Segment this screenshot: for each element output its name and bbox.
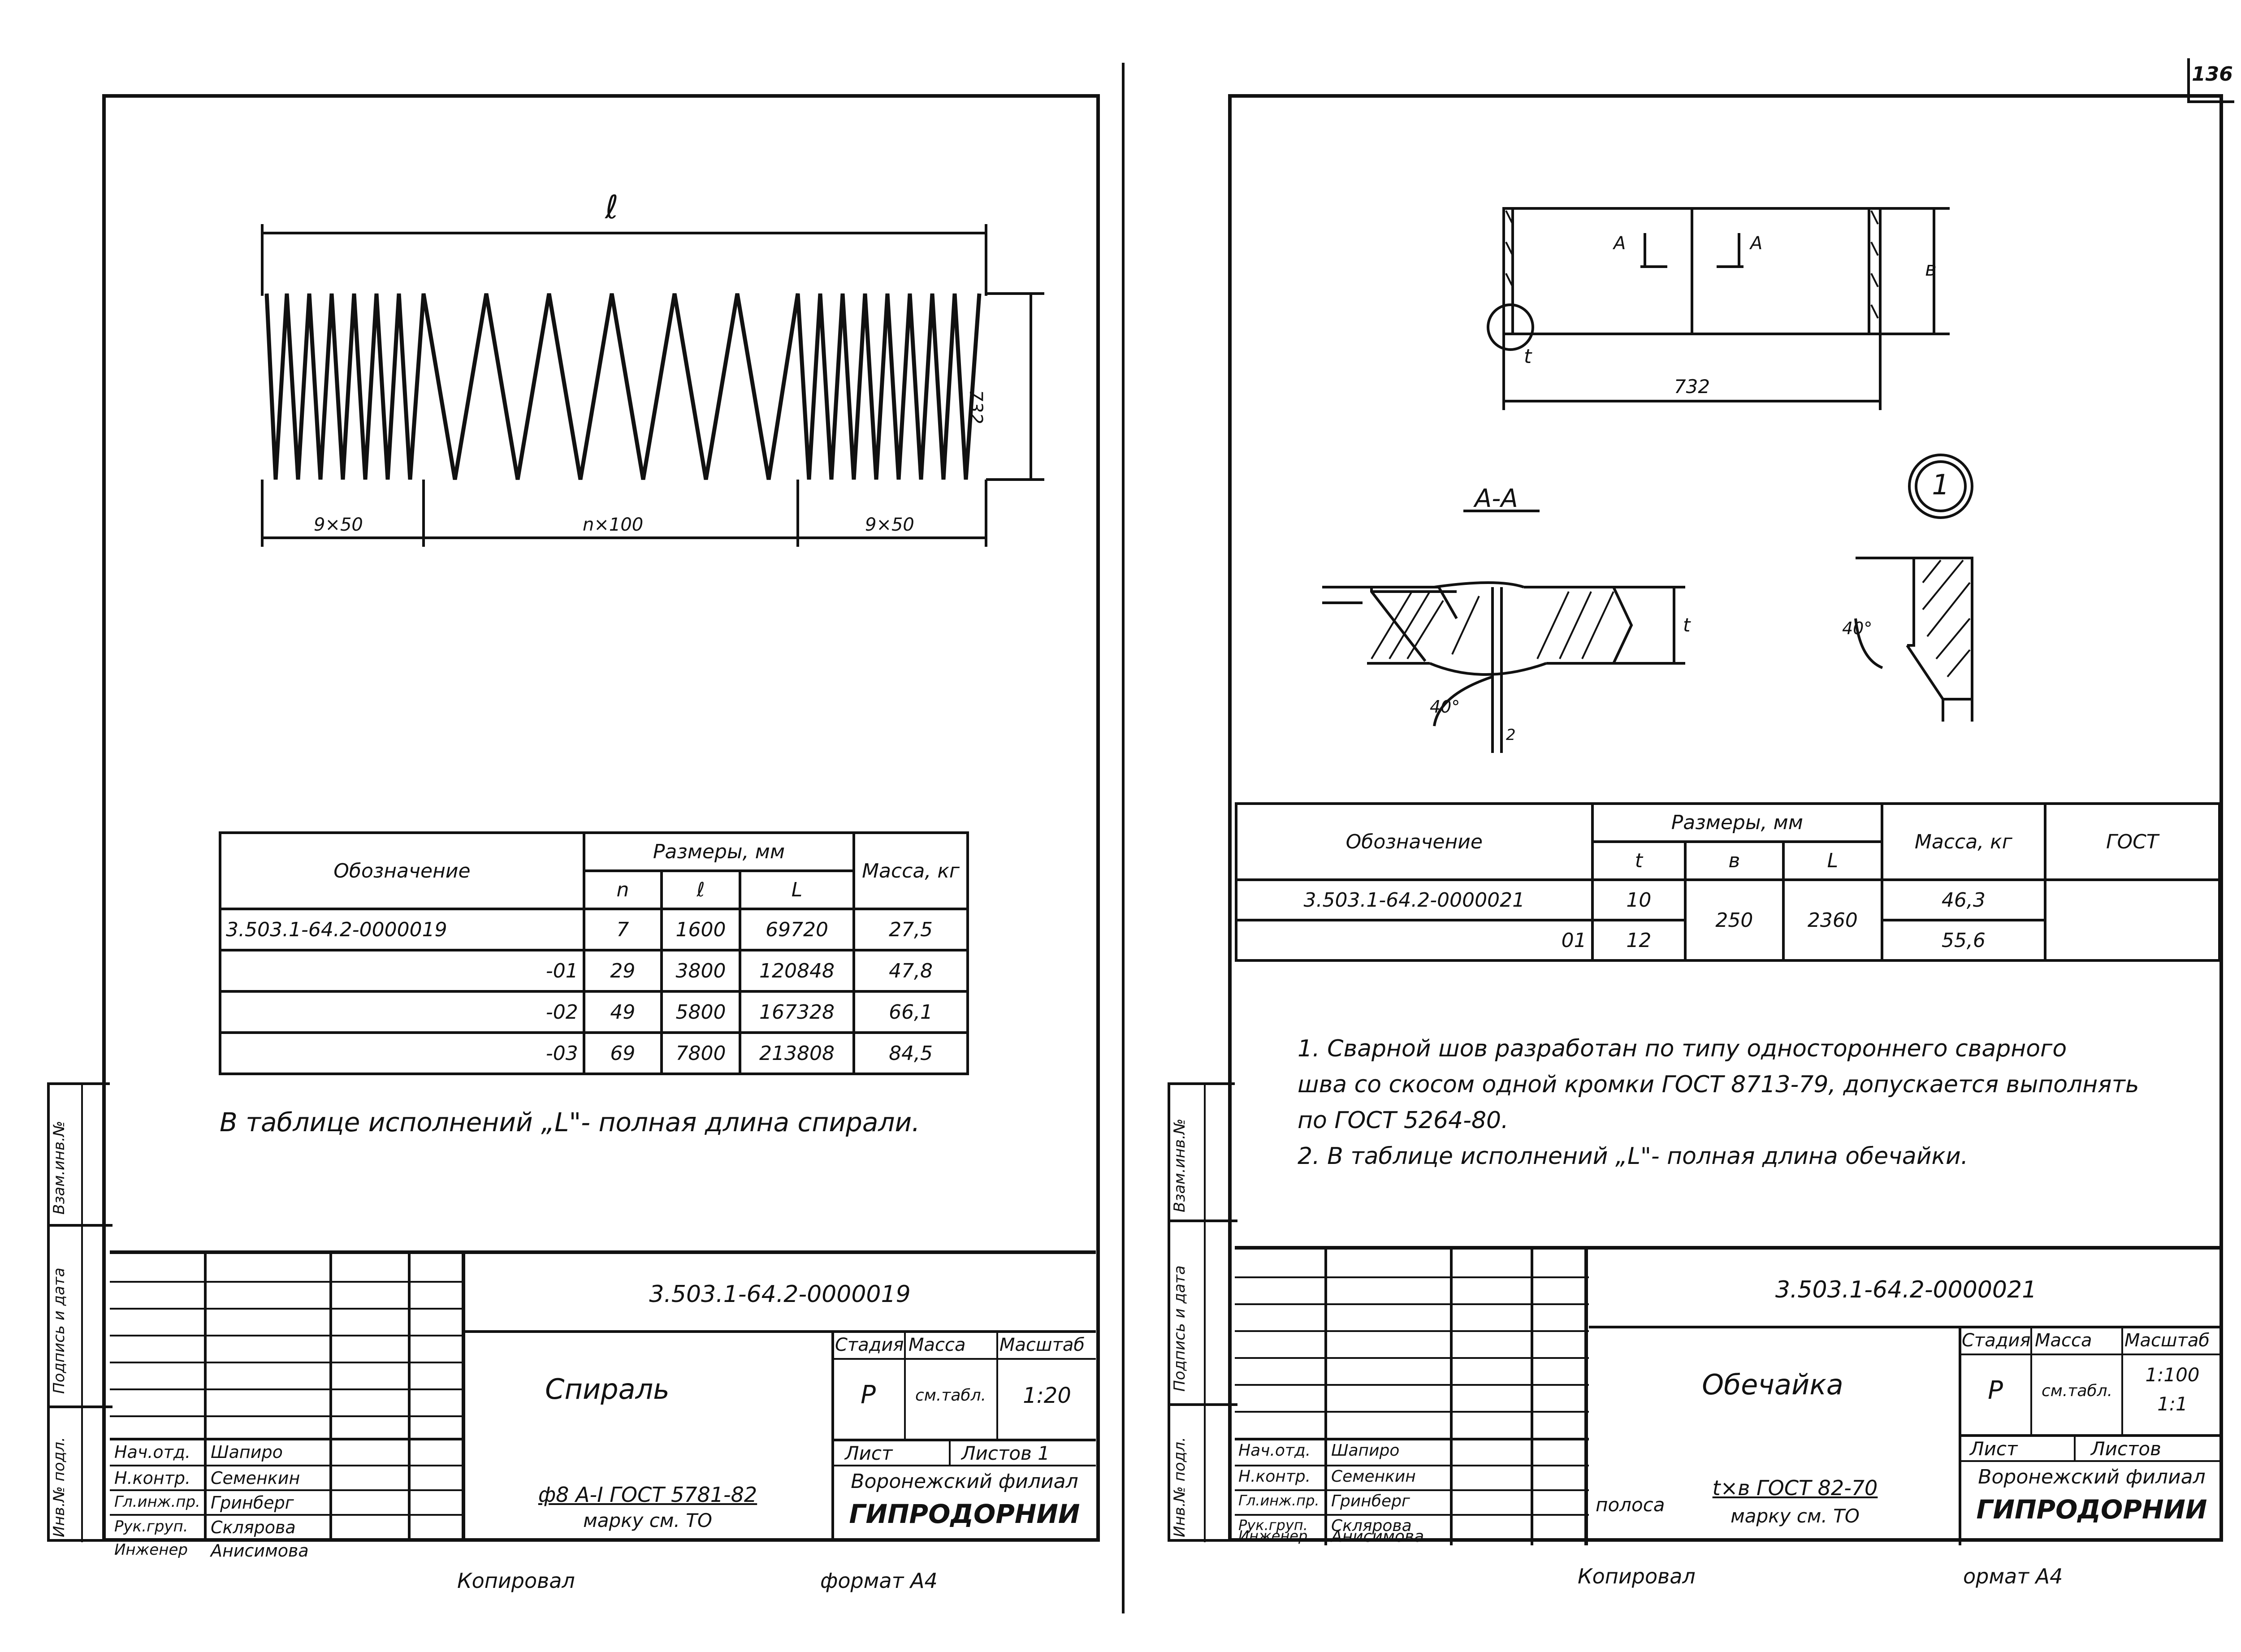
page-number-box: 136 xyxy=(2187,58,2234,103)
dim-seg-right: 9×50 xyxy=(865,515,914,535)
angle-label: 40° xyxy=(1430,697,1460,717)
th-mass: Масса, кг xyxy=(1881,802,2046,881)
right-footer-format: ормат А4 xyxy=(1963,1564,2063,1588)
angle2-label: 40° xyxy=(1842,618,1873,638)
right-stamp: Нач.отд. Шапиро Н.контр. Семенкин Гл.инж… xyxy=(1235,1246,2223,1546)
left-spec-table: Обозначение Размеры, мм Масса, кг n ℓ L … xyxy=(219,831,969,1075)
dim-t-section: t xyxy=(1683,614,1691,636)
table-row: 01 12 55,6 xyxy=(1235,919,2219,962)
left-note: В таблице исполнений „L"- полная длина с… xyxy=(220,1107,920,1137)
th-mass: Масса, кг xyxy=(852,831,969,910)
th-designation: Обозначение xyxy=(219,831,585,910)
table-row: 3.503.1-64.2-0000019 7 1600 69720 27,5 xyxy=(219,908,969,951)
dim-seg-mid: n×100 xyxy=(583,515,644,535)
page-number: 136 xyxy=(2192,63,2233,86)
right-note-4: 2. В таблице исполнений „L"- полная длин… xyxy=(1298,1143,1968,1170)
right-stamp-code: 3.503.1-64.2-0000021 xyxy=(1775,1276,2037,1303)
right-note-1: 1. Сварной шов разработан по типу одност… xyxy=(1298,1035,2067,1062)
th-designation: Обозначение xyxy=(1235,802,1594,881)
table-row: -01 29 3800 120848 47,8 xyxy=(219,949,969,993)
dim-t-label: t xyxy=(1524,345,1532,368)
left-footer-format: формат А4 xyxy=(820,1569,938,1593)
th-b: в xyxy=(1684,840,1785,881)
section-mark-a-left: A xyxy=(1614,233,1626,254)
section-title: А-А xyxy=(1475,484,1518,513)
table-row: -02 49 5800 167328 66,1 xyxy=(219,990,969,1034)
dim-2-label: 2 xyxy=(1506,726,1516,744)
right-spec-table: Обозначение Размеры, мм Масса, кг ГОСТ t… xyxy=(1235,802,2221,962)
right-note-2: шва со скосом одной кромки ГОСТ 8713-79,… xyxy=(1298,1071,2139,1098)
right-side-strip xyxy=(1168,1082,1237,1542)
fold-line xyxy=(1122,63,1125,1613)
section-mark-a-right: A xyxy=(1750,233,1763,254)
left-footer-copy: Копировал xyxy=(457,1569,575,1593)
detail-number: 1 xyxy=(1932,468,1950,501)
right-sheet-frame xyxy=(1228,94,2223,1542)
th-gost: ГОСТ xyxy=(2043,802,2221,881)
dim-b-label: в xyxy=(1925,258,1937,281)
left-stamp: Нач.отд. Шапиро Н.контр. Семенкин Гл.инж… xyxy=(110,1250,1096,1561)
table-row: 3.503.1-64.2-0000021 10 250 2360 46,3 xyxy=(1235,878,2221,962)
right-note-3: по ГОСТ 5264-80. xyxy=(1298,1107,1509,1134)
th-n: n xyxy=(582,869,663,910)
th-L: L xyxy=(738,869,856,910)
th-sizes: Размеры, мм xyxy=(582,831,856,872)
th-l: ℓ xyxy=(660,869,741,910)
left-stamp-name: Спираль xyxy=(545,1373,670,1405)
table-row: -03 69 7800 213808 84,5 xyxy=(219,1031,969,1075)
th-t: t xyxy=(1591,840,1687,881)
dim-seg-left: 9×50 xyxy=(314,515,363,535)
th-L: L xyxy=(1782,840,1884,881)
left-sheet-frame xyxy=(102,94,1100,1542)
dim-l-label: ℓ xyxy=(605,188,619,226)
right-stamp-name: Обечайка xyxy=(1702,1368,1843,1401)
left-side-strip xyxy=(47,1082,112,1542)
left-stamp-code: 3.503.1-64.2-0000019 xyxy=(649,1281,911,1308)
th-sizes: Размеры, мм xyxy=(1591,802,1884,843)
dim-length-label: 732 xyxy=(1674,376,1710,398)
right-footer-copy: Копировал xyxy=(1578,1564,1696,1588)
